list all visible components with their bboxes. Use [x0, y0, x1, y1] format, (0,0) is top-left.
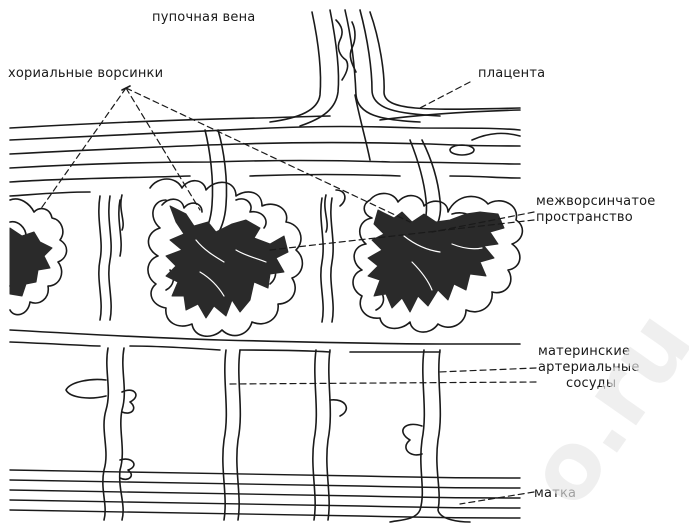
maternal-arteries	[66, 348, 470, 522]
label-placenta: плацента	[478, 66, 545, 81]
villus-cores	[10, 206, 504, 318]
label-chorionic-villi: хориальные ворсинки	[8, 66, 163, 81]
umbilical-cord	[270, 10, 520, 160]
label-intervillous-space-1: межворсинчатое	[536, 194, 655, 209]
label-intervillous-space-2: пространство	[536, 210, 633, 225]
basal-plate	[10, 330, 520, 352]
uterine-wall	[10, 470, 520, 518]
label-umbilical-vein: пупочная вена	[152, 10, 255, 25]
